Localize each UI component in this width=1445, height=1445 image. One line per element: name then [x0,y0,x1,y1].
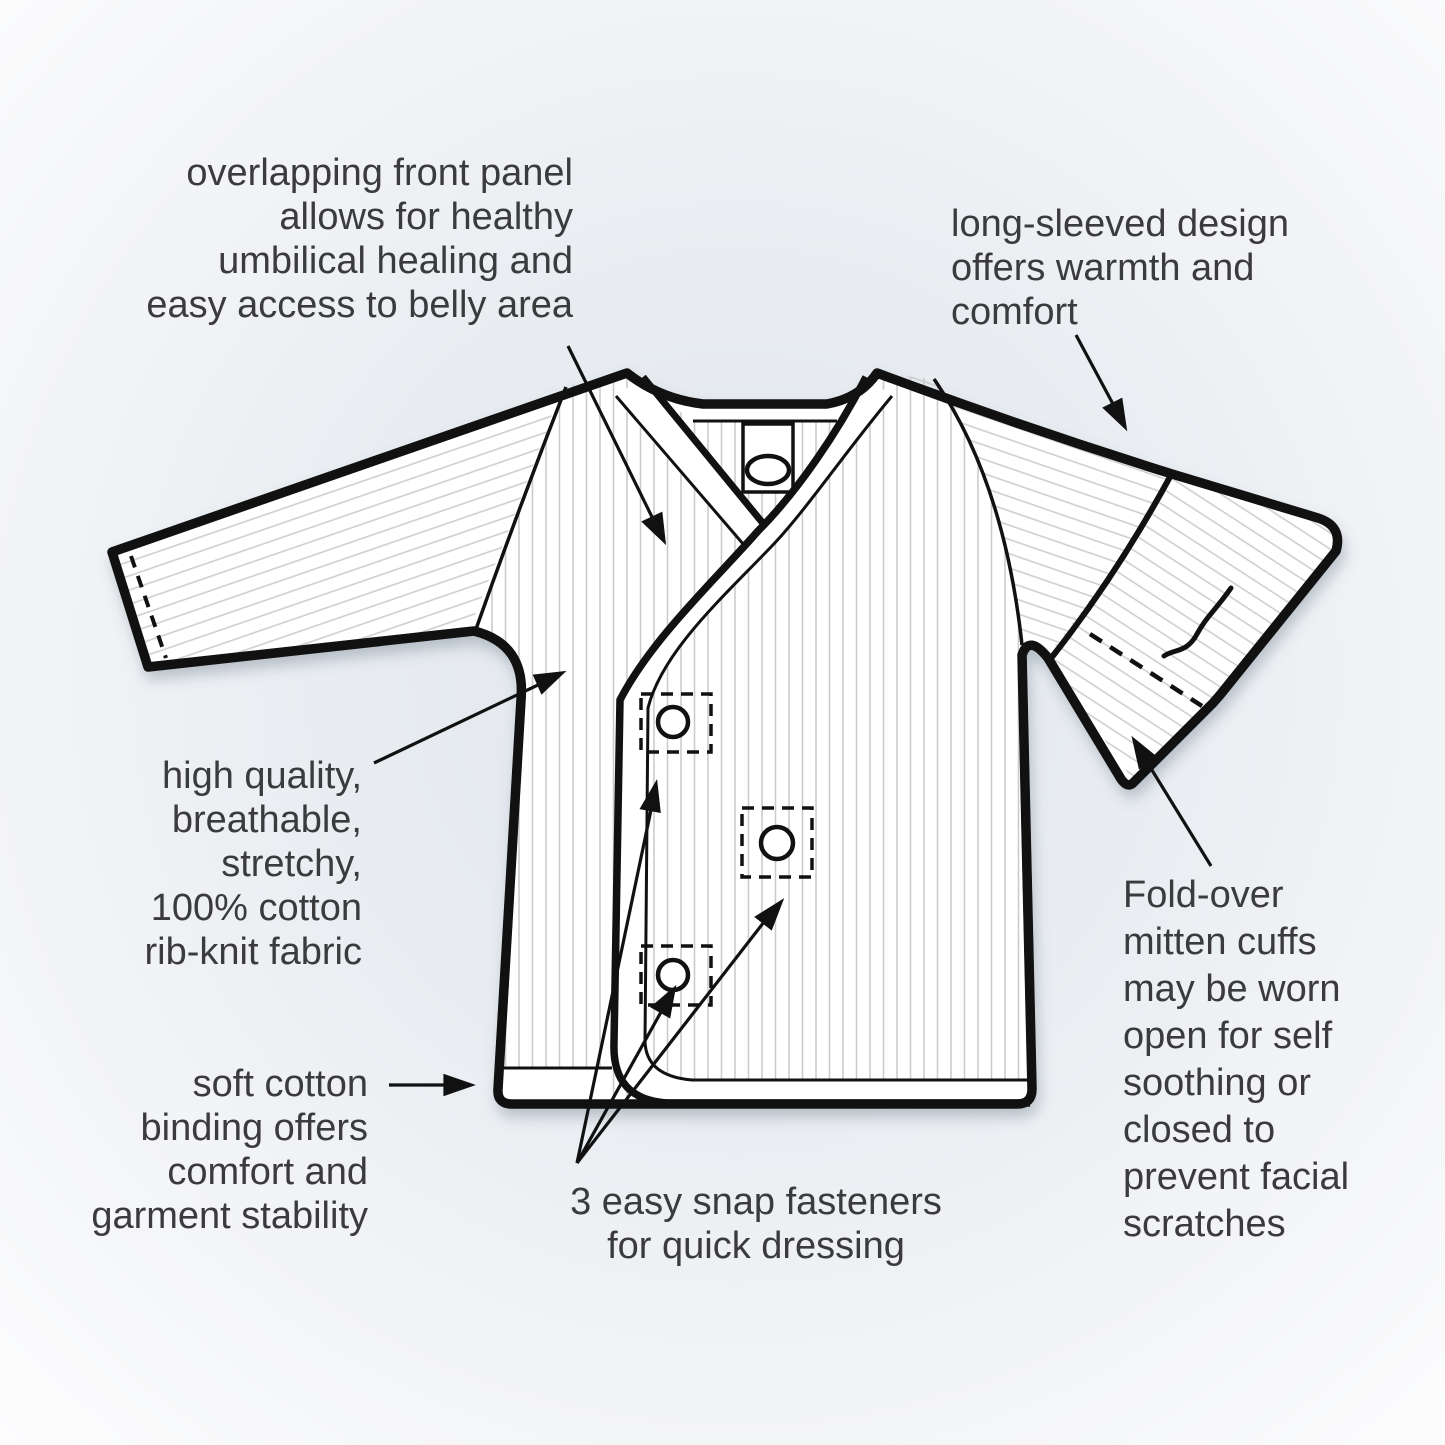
under-panel-hem-binding [497,1066,612,1102]
arrow-snap-top [575,779,661,1164]
annotation-line: soothing or [1123,1062,1312,1104]
annotation-line: overlapping front panel [186,152,573,194]
annotation-line: Fold-over [1123,874,1284,916]
annotation-long-sleeved: long-sleeved design offers warmth and co… [951,202,1289,334]
snap-fastener-top [639,692,713,754]
annotation-line: 100% cotton [150,887,362,929]
cuff-wrinkle [1161,585,1234,659]
annotation-line: long-sleeved design [951,203,1290,245]
arrow-cuffs [1131,735,1213,867]
arrow-binding [389,1073,476,1097]
arrow-front-panel [566,345,667,546]
annotation-fabric: high quality, breathable, stretchy, 100%… [145,754,363,974]
annotation-line: breathable, [171,799,362,841]
annotation-line: offers warmth and [951,247,1255,289]
left-sleeve-ribbing [112,373,627,667]
annotation-binding: soft cotton binding offers comfort and g… [91,1062,368,1238]
back-neck-binding [634,375,871,421]
annotation-line: easy access to belly area [146,284,573,326]
neck-tag-snap [744,453,792,487]
annotation-line: open for self [1123,1015,1333,1057]
left-neck-band [614,374,769,546]
arrow-long-sleeved [1074,334,1128,432]
annotation-line: allows for healthy [279,196,573,238]
mitten-cuff-ribbing [1046,474,1338,782]
arrow-fabric [373,670,567,765]
front-edge-binding [610,375,1030,1107]
annotation-line: prevent facial [1123,1156,1350,1198]
snap-fastener-bottom [639,944,713,1007]
annotation-line: for quick dressing [607,1225,905,1267]
annotation-line: soft cotton [192,1063,368,1105]
annotation-line: garment stability [91,1195,368,1237]
arrow-snap-middle [575,898,785,1164]
annotation-line: may be worn [1123,968,1341,1010]
annotation-line: high quality, [162,755,362,797]
right-armscye-seam [932,378,1024,646]
snap-fastener-middle [740,806,814,879]
cuff-seam [1049,473,1174,659]
annotation-line: scratches [1123,1203,1286,1245]
garment-outline [107,368,1343,1109]
arrow-snap-bottom [575,984,677,1164]
annotation-cuffs: Fold-over mitten cuffs may be worn open … [1123,872,1349,1248]
annotation-line: comfort [951,291,1078,333]
annotation-line: closed to [1123,1109,1276,1151]
annotation-line: binding offers [140,1107,368,1149]
left-cuff-dashed-line [129,555,168,659]
left-armscye-seam [474,386,568,630]
annotation-snaps: 3 easy snap fasteners for quick dressing [570,1180,942,1268]
annotation-line: stretchy, [221,843,362,885]
annotation-line: mitten cuffs [1123,921,1317,963]
annotation-line: rib-knit fabric [144,931,363,973]
annotation-front-panel: overlapping front panel allows for healt… [146,151,573,327]
annotation-line: comfort and [167,1151,368,1193]
annotation-line: 3 easy snap fasteners [570,1181,942,1223]
right-sleeve-ribbing [877,373,1172,657]
annotation-line: umbilical healing and [218,240,573,282]
